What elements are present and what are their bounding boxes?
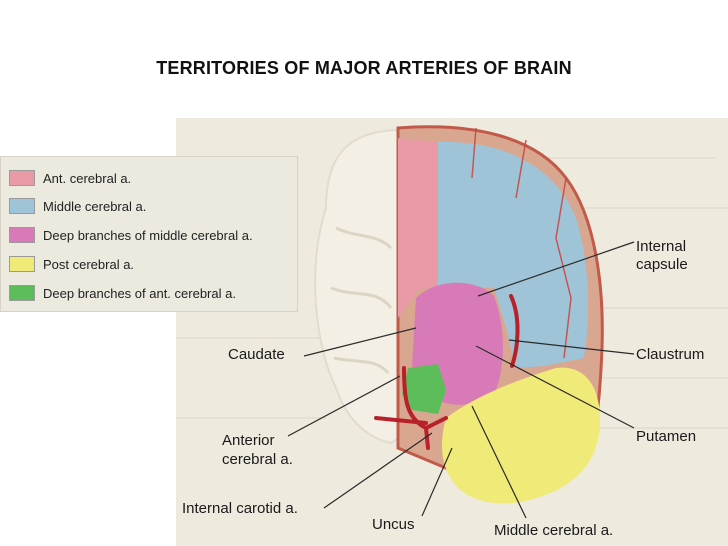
label-anterior-cerebral-line2: cerebral a.	[222, 451, 293, 468]
legend-label: Middle cerebral a.	[43, 198, 147, 214]
label-claustrum: Claustrum	[636, 346, 705, 363]
legend-item-posterior-cerebral: Post cerebral a.	[9, 253, 134, 275]
legend-item-anterior-cerebral: Ant. cerebral a.	[9, 167, 131, 189]
label-anterior-cerebral-line1: Anterior	[222, 432, 275, 449]
legend-item-middle-cerebral: Middle cerebral a.	[9, 195, 146, 217]
legend-swatch	[9, 227, 35, 243]
label-internal-capsule-line1: Internal	[636, 238, 687, 255]
legend-swatch	[9, 285, 35, 301]
legend-item-deep-anterior-cerebral: Deep branches of ant. cerebral a.	[9, 282, 236, 304]
page-title: TERRITORIES OF MAJOR ARTERIES OF BRAIN	[156, 58, 572, 78]
territory-legend: Ant. cerebral a. Middle cerebral a. Deep…	[0, 156, 298, 312]
legend-swatch	[9, 170, 35, 186]
legend-swatch	[9, 256, 35, 272]
label-middle-cerebral: Middle cerebral a.	[494, 522, 614, 539]
brain-section-drawing	[176, 118, 728, 546]
legend-label: Deep branches of ant. cerebral a.	[43, 285, 236, 301]
label-caudate: Caudate	[228, 346, 285, 363]
label-internal-carotid: Internal carotid a.	[182, 500, 298, 517]
brain-coronal-section-figure: Internal capsule Claustrum Putamen Cauda…	[176, 118, 728, 546]
legend-label: Post cerebral a.	[43, 256, 135, 272]
label-internal-capsule-line2: capsule	[636, 256, 688, 273]
label-putamen: Putamen	[636, 428, 697, 445]
legend-label: Ant. cerebral a.	[43, 170, 132, 186]
legend-label: Deep branches of middle cerebral a.	[43, 227, 253, 243]
legend-item-deep-middle-cerebral: Deep branches of middle cerebral a.	[9, 224, 253, 246]
label-uncus: Uncus	[372, 516, 415, 533]
legend-swatch	[9, 198, 35, 214]
